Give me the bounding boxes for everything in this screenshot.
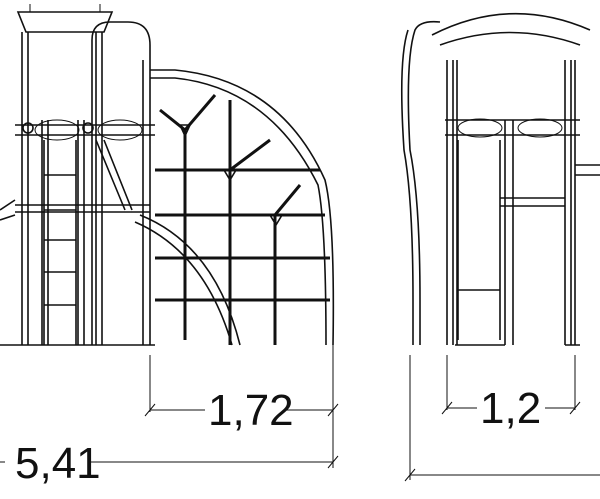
posts bbox=[21, 21, 151, 345]
arch-roof bbox=[431, 12, 591, 46]
roof-canopy bbox=[16, 11, 114, 33]
side-dimensions: 1,72 5,41 bbox=[0, 345, 339, 488]
side-view bbox=[0, 4, 335, 346]
end-dimensions: 1,2 bbox=[404, 355, 600, 482]
dimension-5-41: 5,41 bbox=[15, 439, 101, 488]
ladder bbox=[43, 140, 77, 345]
dimension-1-72: 1,72 bbox=[208, 386, 294, 435]
dimension-1-2: 1,2 bbox=[480, 384, 541, 433]
slide-panel bbox=[457, 140, 501, 340]
end-view bbox=[400, 12, 600, 346]
curved-pole bbox=[400, 20, 441, 345]
climbing-net bbox=[155, 94, 330, 345]
